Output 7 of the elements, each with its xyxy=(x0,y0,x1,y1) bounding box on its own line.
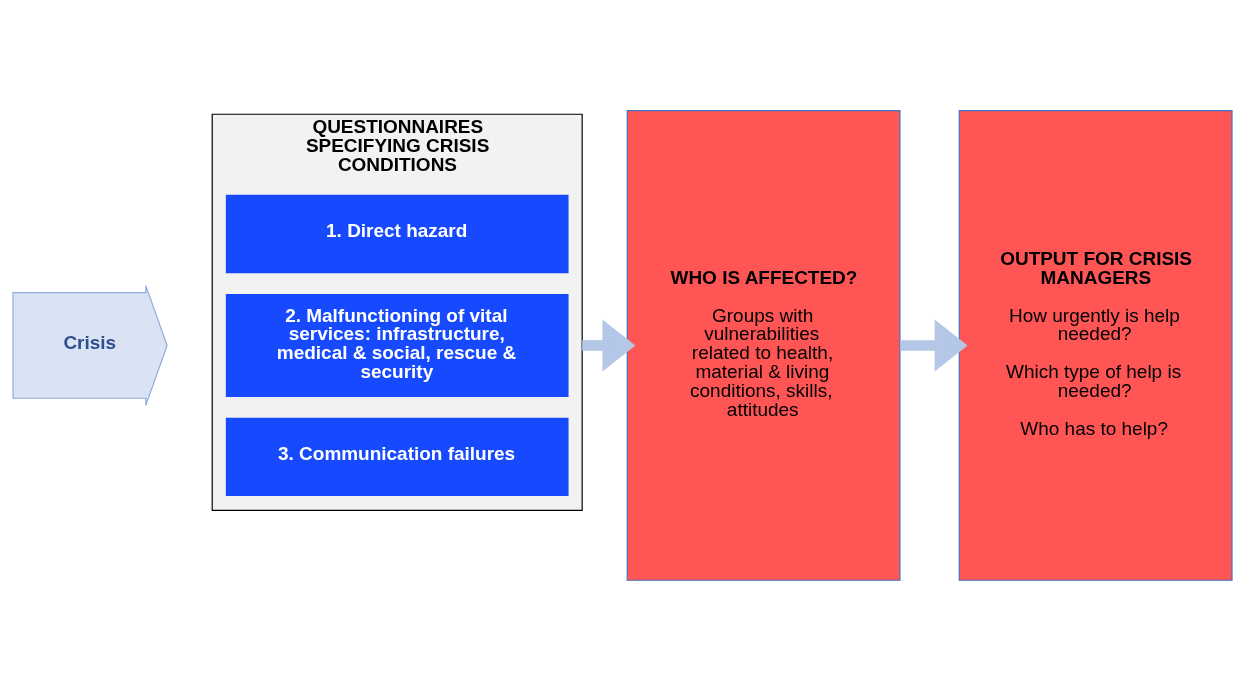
arrow xyxy=(582,319,636,371)
node-box: WHO IS AFFECTED? Groups with vulnerabilities related to health, material & living conditions, skills, attitudes xyxy=(626,109,901,581)
node-box: 1. Direct hazard xyxy=(225,194,569,273)
node-box: 2. Malfunctioning of vital services: infrastructure, medical & social, rescue & security xyxy=(225,293,569,397)
arrow xyxy=(900,319,968,371)
node-box: OUTPUT FOR CRISIS MANAGERS How urgently is help needed? Which type of help is needed? Who has to help? xyxy=(958,109,1233,581)
node-box: 3. Communication failures xyxy=(225,417,569,496)
